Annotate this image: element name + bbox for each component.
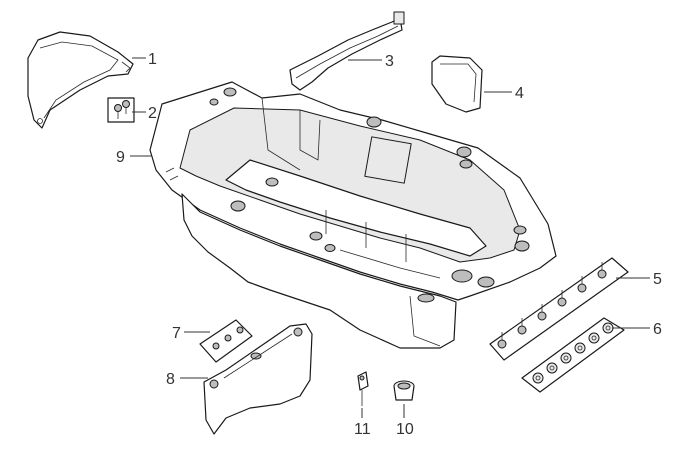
callout-3: 3 bbox=[385, 53, 394, 70]
callout-7: 7 bbox=[172, 325, 181, 342]
callout-10: 10 bbox=[396, 421, 414, 438]
part-4-lid-cover bbox=[431, 55, 483, 113]
callout-6: 6 bbox=[653, 321, 662, 338]
callout-11: 11 bbox=[354, 421, 371, 438]
callout-9: 9 bbox=[116, 149, 125, 166]
callout-2: 2 bbox=[148, 105, 157, 122]
callout-4: 4 bbox=[515, 85, 524, 102]
callout-5: 5 bbox=[653, 271, 662, 288]
part-11-bolt bbox=[357, 371, 369, 406]
callout-8: 8 bbox=[166, 371, 175, 388]
part-2-screws bbox=[107, 97, 135, 123]
part-9-storage-box bbox=[149, 81, 557, 349]
part-6-washer-set bbox=[521, 317, 625, 393]
part-5-bolt-set bbox=[489, 257, 629, 361]
callout-1: 1 bbox=[148, 51, 157, 68]
part-1-cover-panel bbox=[27, 31, 134, 129]
leader-lines bbox=[130, 57, 650, 418]
part-8-bracket-panel bbox=[203, 323, 313, 435]
part-7-nut-set bbox=[199, 319, 253, 363]
part-3-strap bbox=[289, 11, 405, 91]
part-10-grommet bbox=[393, 380, 415, 401]
